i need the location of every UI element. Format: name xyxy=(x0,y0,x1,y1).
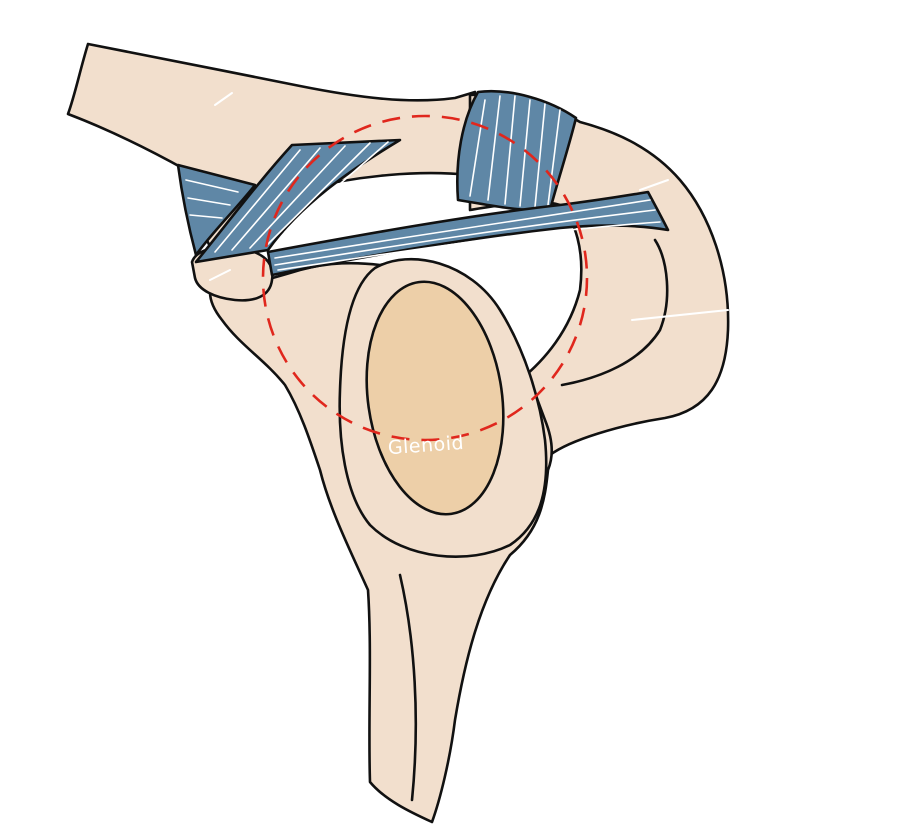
spine-contour xyxy=(560,238,669,387)
ligament-fibers-3 xyxy=(469,95,561,208)
bone-highlights xyxy=(209,92,729,321)
glenoid-surface xyxy=(365,280,505,516)
ligament-fibers-2 xyxy=(185,179,239,219)
ligament-fibers-1 xyxy=(214,141,389,253)
neck-contour xyxy=(398,573,418,802)
glenoid-label: Glenoid xyxy=(387,432,465,459)
dashed-reference-circle xyxy=(261,114,589,442)
conoid-ligament xyxy=(176,163,257,257)
ligament-fibers-4 xyxy=(274,199,661,271)
